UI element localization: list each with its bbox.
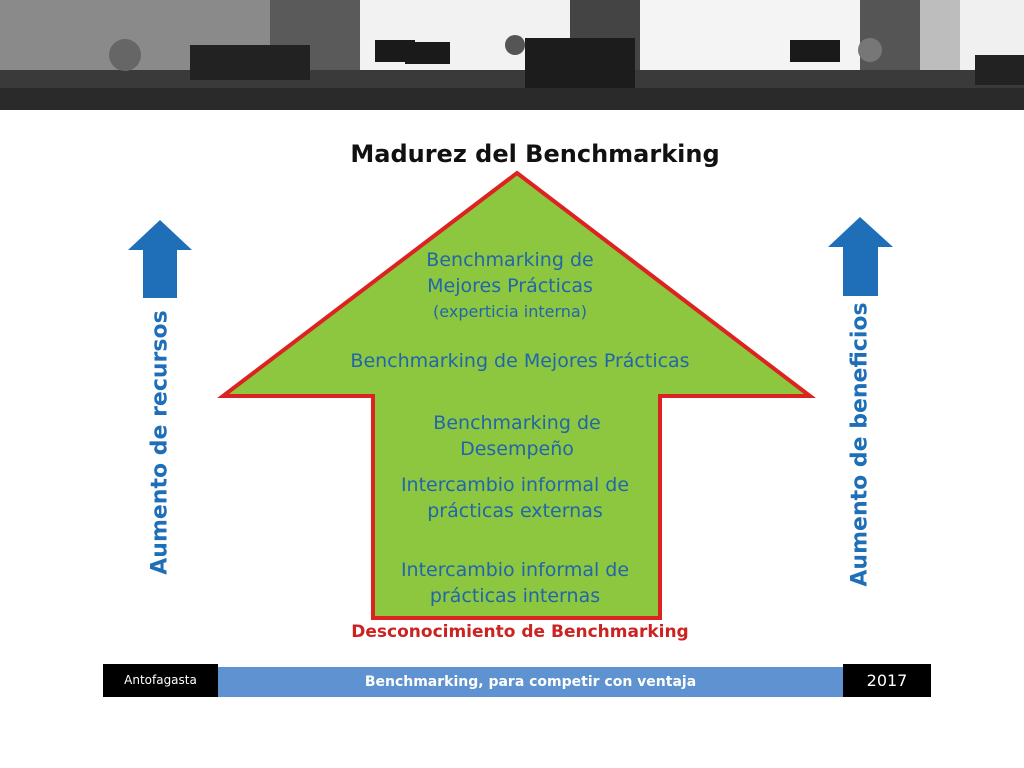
level-3-line1: Benchmarking de: [433, 412, 601, 434]
maturity-big-arrow: [217, 170, 816, 620]
level-5-label: Benchmarking de Mejores Prácticas (exper…: [380, 247, 640, 325]
left-up-arrow-icon: [128, 220, 192, 298]
level-1-line1: Intercambio informal de: [400, 559, 630, 581]
bottom-label: Desconocimiento de Benchmarking: [351, 622, 689, 642]
level-4-line1: Benchmarking de Mejores Prácticas: [350, 350, 690, 372]
footer-year: 2017: [843, 664, 931, 697]
level-3-line2: Desempeño: [460, 438, 574, 460]
level-1-label: Intercambio informal de prácticas intern…: [375, 557, 655, 609]
diagram-title: Madurez del Benchmarking: [350, 140, 720, 168]
level-4-label: Benchmarking de Mejores Prácticas: [300, 348, 740, 374]
left-side-text: Aumento de recursos: [147, 310, 173, 575]
footer-location: Antofagasta: [103, 664, 218, 697]
footer-subtitle: Benchmarking, para competir con ventaja: [218, 667, 843, 697]
level-3-label: Benchmarking de Desempeño: [387, 410, 647, 462]
footer: Antofagasta Benchmarking, para competir …: [103, 664, 931, 697]
right-up-arrow-icon: [828, 217, 893, 296]
level-2-line2: prácticas externas: [427, 500, 603, 522]
level-5-line3: (experticia interna): [433, 302, 587, 321]
right-side-text: Aumento de beneficios: [847, 302, 873, 587]
level-1-line2: prácticas internas: [429, 585, 601, 607]
level-2-line1: Intercambio informal de: [400, 474, 630, 496]
level-5-line2: Mejores Prácticas: [427, 275, 593, 297]
level-5-line1: Benchmarking de: [426, 249, 594, 271]
level-2-label: Intercambio informal de prácticas extern…: [375, 472, 655, 524]
header-photo: [0, 0, 1024, 110]
